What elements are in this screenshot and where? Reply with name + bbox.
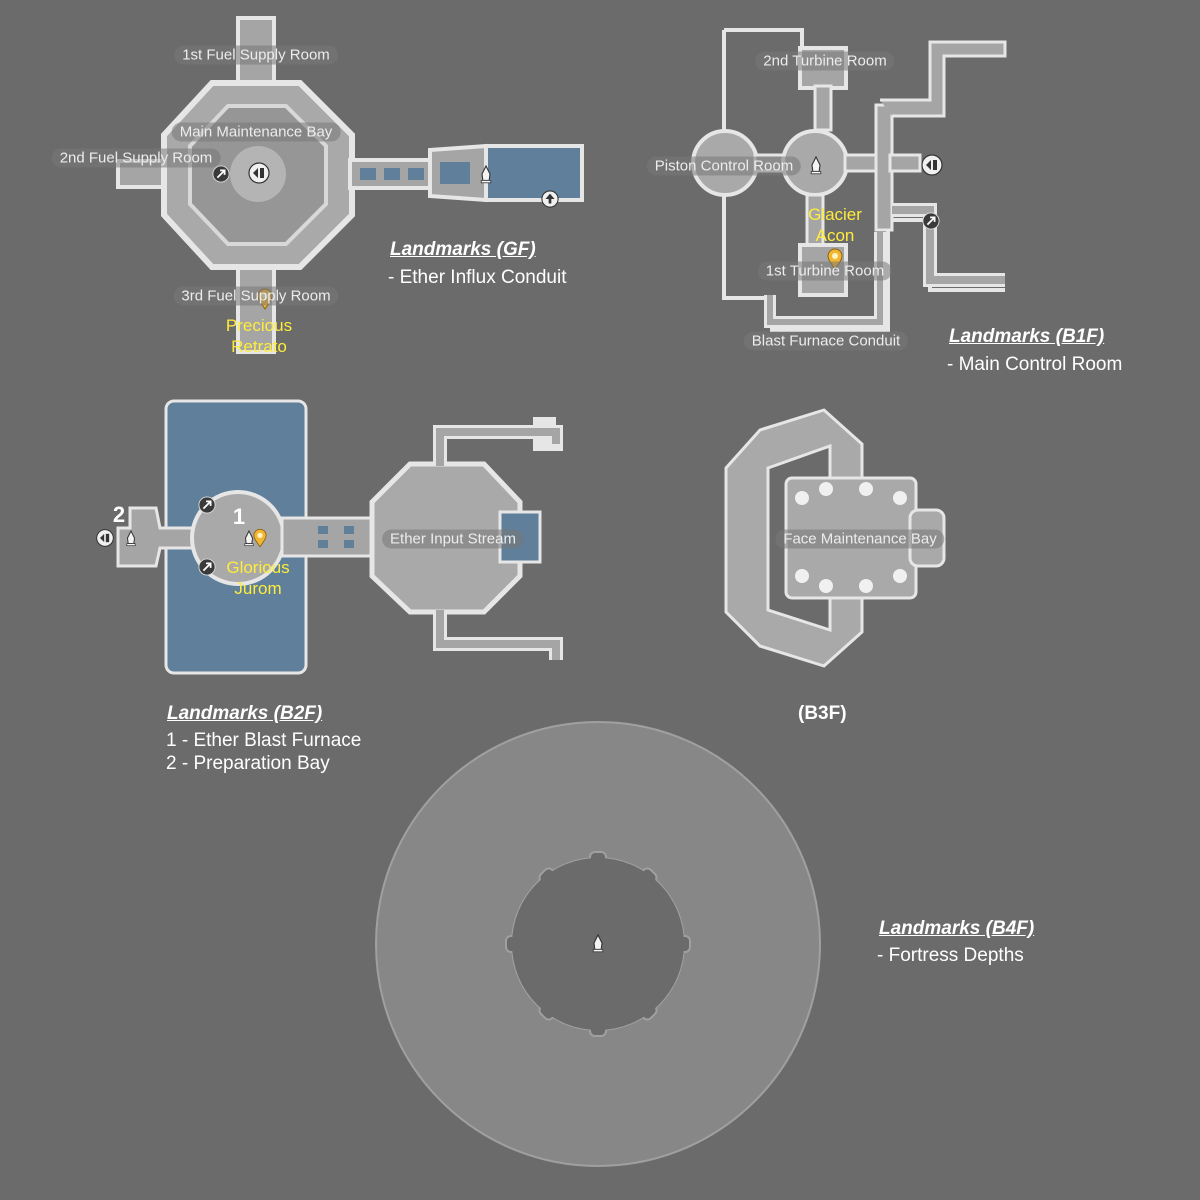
gf-maintenance-label: Main Maintenance Bay bbox=[171, 122, 341, 142]
teleport-arrow-icon[interactable] bbox=[212, 165, 230, 183]
teleport-arrow-icon[interactable] bbox=[922, 212, 940, 230]
b4f-landmark-item: - Fortress Depths bbox=[877, 945, 1024, 966]
b1f-turbine1-label: 1st Turbine Room bbox=[757, 261, 893, 281]
npc-name-line1: Precious bbox=[225, 316, 293, 335]
b2f-marker-1: 1 bbox=[232, 504, 246, 529]
gf-fuel3-label: 3rd Fuel Supply Room bbox=[173, 286, 339, 306]
npc-name-line1: Glacier bbox=[808, 205, 862, 224]
b1f-turbine2-label: 2nd Turbine Room bbox=[755, 51, 895, 71]
b3f-face-label: Face Maintenance Bay bbox=[775, 529, 945, 549]
npc-name-line1: Glorious bbox=[226, 558, 290, 577]
b2f-marker-2: 2 bbox=[112, 502, 126, 527]
b2f-landmarks-title: Landmarks (B2F) bbox=[167, 703, 323, 724]
b2f-landmark-item-1: 1 - Ether Blast Furnace bbox=[166, 730, 362, 751]
b2f-npc-name: Glorious Jurom bbox=[226, 557, 289, 599]
teleport-arrow-icon[interactable] bbox=[198, 558, 216, 576]
b3f-caption: (B3F) bbox=[798, 703, 847, 724]
gf-water-room bbox=[484, 144, 584, 202]
npc-name-line2: Retrato bbox=[231, 337, 287, 356]
b1f-floor bbox=[691, 28, 1007, 332]
gear-door-icon[interactable] bbox=[96, 529, 114, 547]
gear-door-icon[interactable] bbox=[248, 162, 270, 184]
npc-name-line2: Acon bbox=[815, 226, 855, 245]
gear-door-icon[interactable] bbox=[921, 154, 943, 176]
teleport-arrow-icon[interactable] bbox=[198, 496, 216, 514]
b2f-bridge bbox=[280, 516, 376, 558]
b1f-landmarks-title: Landmarks (B1F) bbox=[949, 326, 1105, 347]
b4f-floor bbox=[375, 721, 821, 1167]
b2f-landmark-item-2: 2 - Preparation Bay bbox=[166, 753, 330, 774]
b2f-ether-input-label: Ether Input Stream bbox=[382, 529, 524, 549]
gf-landmark-item: - Ether Influx Conduit bbox=[388, 267, 567, 288]
b1f-landmark-item: - Main Control Room bbox=[947, 354, 1123, 375]
gf-npc-name: Precious Retrato bbox=[226, 315, 292, 357]
b1f-blast-label: Blast Furnace Conduit bbox=[743, 331, 909, 351]
gf-landmarks-title: Landmarks (GF) bbox=[390, 239, 536, 260]
b4f-landmarks-title: Landmarks (B4F) bbox=[879, 918, 1035, 939]
gf-fuel3-room bbox=[236, 260, 276, 354]
gf-fuel1-label: 1st Fuel Supply Room bbox=[174, 45, 338, 65]
npc-name-line2: Jurom bbox=[234, 579, 282, 598]
gf-fuel2-label: 2nd Fuel Supply Room bbox=[51, 148, 221, 168]
b1f-npc-name: Glacier Acon bbox=[808, 204, 862, 246]
b1f-piston-label: Piston Control Room bbox=[646, 156, 802, 176]
up-arrow-icon[interactable] bbox=[541, 190, 559, 208]
